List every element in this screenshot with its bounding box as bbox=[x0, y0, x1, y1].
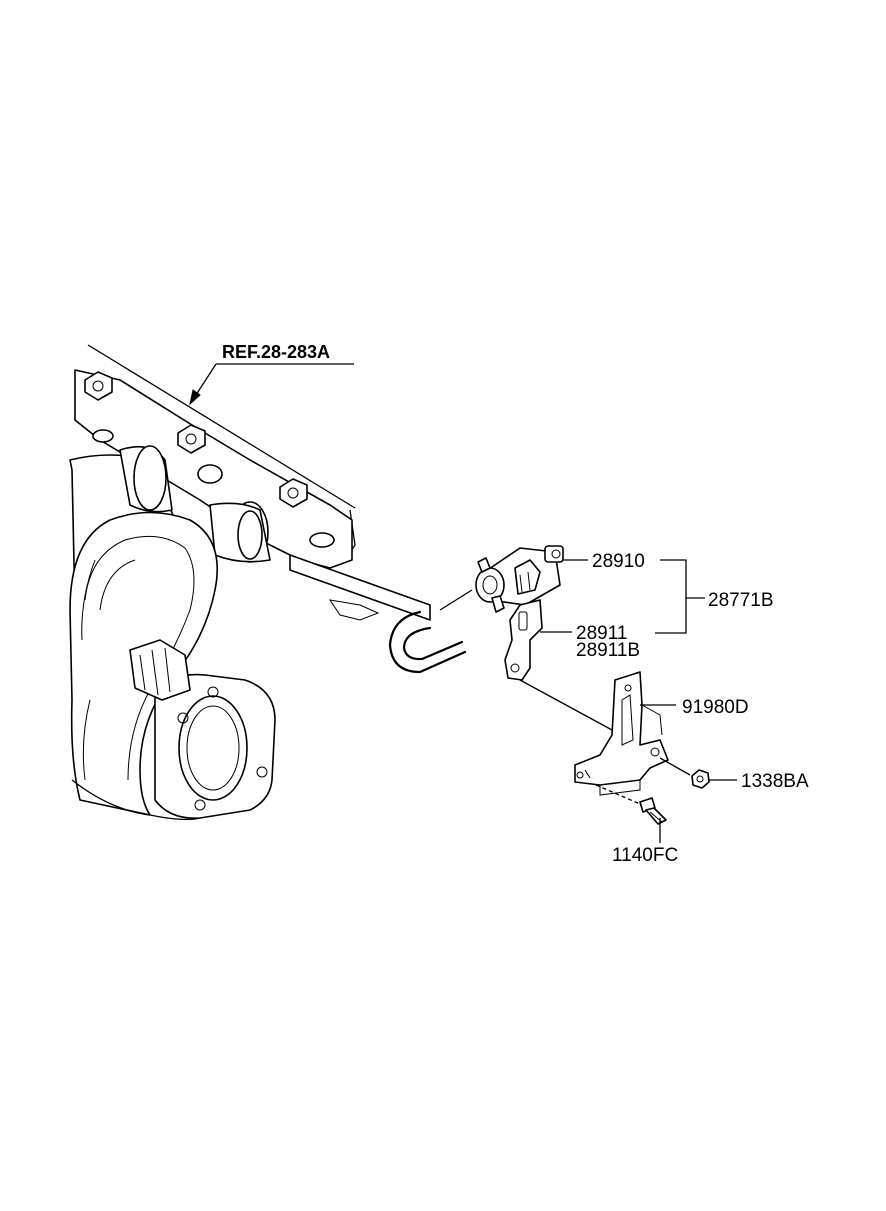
intake-manifold bbox=[69, 344, 356, 821]
callout-1338ba: 1338BA bbox=[741, 771, 809, 792]
callout-leaders bbox=[540, 559, 737, 843]
callout-28771b: 28771B bbox=[708, 590, 774, 611]
callout-28911: 28911 bbox=[576, 623, 627, 644]
callout-91980d: 91980D bbox=[682, 697, 749, 718]
callout-1140fc: 1140FC bbox=[612, 845, 678, 866]
reference-label: REF.28-283A bbox=[222, 342, 330, 362]
vacuum-hose bbox=[289, 554, 473, 674]
purge-control-valve bbox=[475, 545, 564, 613]
valve-bracket bbox=[504, 599, 543, 681]
harness-bracket bbox=[574, 671, 669, 796]
reference-callout: REF.28-283A bbox=[189, 342, 354, 406]
manifold-bolt bbox=[84, 371, 113, 401]
callout-28911b: 28911B bbox=[576, 640, 640, 661]
manifold-bolt bbox=[177, 424, 206, 454]
bolt bbox=[595, 784, 667, 825]
nut bbox=[659, 757, 710, 789]
callout-28910: 28910 bbox=[592, 551, 645, 572]
manifold-bolt bbox=[279, 478, 308, 508]
